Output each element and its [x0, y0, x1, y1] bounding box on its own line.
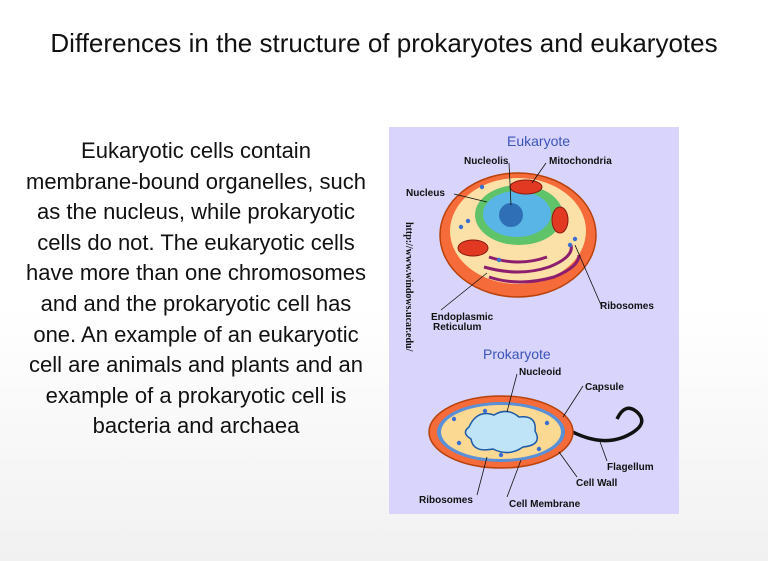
- capsule-label: Capsule: [585, 382, 624, 393]
- er-label-line2: Reticulum: [433, 322, 481, 333]
- cell-diagram-figure: http://www.windows.ucar.edu/ Eukaryote: [389, 127, 679, 514]
- ribosome-dot: [482, 408, 488, 414]
- cell-wall-leader: [558, 451, 578, 478]
- flagellum-leader: [598, 438, 608, 462]
- ribosome-dot: [496, 257, 502, 263]
- ribosome-dot: [572, 236, 578, 242]
- mitochondrion-left: [457, 239, 489, 257]
- er-fold-3: [488, 255, 548, 264]
- er-leader: [440, 272, 488, 311]
- er-label-line1: Endoplasmic: [431, 312, 494, 323]
- ribosome-dot: [456, 440, 462, 446]
- er-fold-2: [483, 244, 573, 274]
- ribosome-dot: [465, 218, 471, 224]
- eukaryote-ribosomes-label: Ribosomes: [600, 301, 654, 312]
- cell-membrane-leader: [506, 459, 522, 498]
- nucleoid-leader: [506, 373, 518, 413]
- slide-title: Differences in the structure of prokaryo…: [50, 28, 718, 58]
- nucleoid: [464, 410, 538, 454]
- ribosome-dot: [536, 446, 542, 452]
- nucleus-leader: [453, 193, 488, 203]
- mitochondrion-right: [551, 206, 569, 234]
- prokaryote-cell: [428, 395, 644, 469]
- mitochondria-label: Mitochondria: [549, 156, 612, 167]
- prokaryote-heading: Prokaryote: [483, 346, 551, 362]
- flagellum-label: Flagellum: [607, 462, 654, 473]
- source-url-label: http://www.windows.ucar.edu/: [403, 222, 414, 352]
- prokaryote-ribosomes-label: Ribosomes: [419, 495, 473, 506]
- cell-wall-label: Cell Wall: [576, 478, 618, 489]
- nucleolis-leader: [508, 162, 512, 206]
- eukaryote-ribosomes-leader: [574, 244, 602, 306]
- nucleolis-label: Nucleolis: [464, 156, 509, 167]
- cell-membrane-label: Cell Membrane: [509, 499, 581, 510]
- nucleoid-label: Nucleoid: [519, 367, 561, 378]
- mitochondria-leader: [531, 162, 547, 184]
- mitochondrion-top: [509, 179, 543, 195]
- eukaryote-cell: [439, 172, 597, 298]
- flagellum: [566, 406, 644, 443]
- ribosome-dot: [479, 184, 485, 190]
- slide-body-text: Eukaryotic cells contain membrane-bound …: [26, 138, 366, 439]
- ribosome-dot: [458, 224, 464, 230]
- capsule-leader: [562, 385, 584, 418]
- eukaryote-heading: Eukaryote: [507, 133, 570, 149]
- prokaryote-ribosomes-leader: [476, 456, 488, 496]
- ribosome-dot: [567, 242, 573, 248]
- ribosome-dot: [451, 416, 457, 422]
- nucleolus: [499, 203, 523, 227]
- nucleus-label: Nucleus: [406, 188, 445, 199]
- er-fold-1: [488, 254, 581, 284]
- cell-diagram-svg: http://www.windows.ucar.edu/ Eukaryote: [403, 133, 654, 510]
- ribosome-dot: [498, 452, 504, 458]
- ribosome-dot: [544, 420, 550, 426]
